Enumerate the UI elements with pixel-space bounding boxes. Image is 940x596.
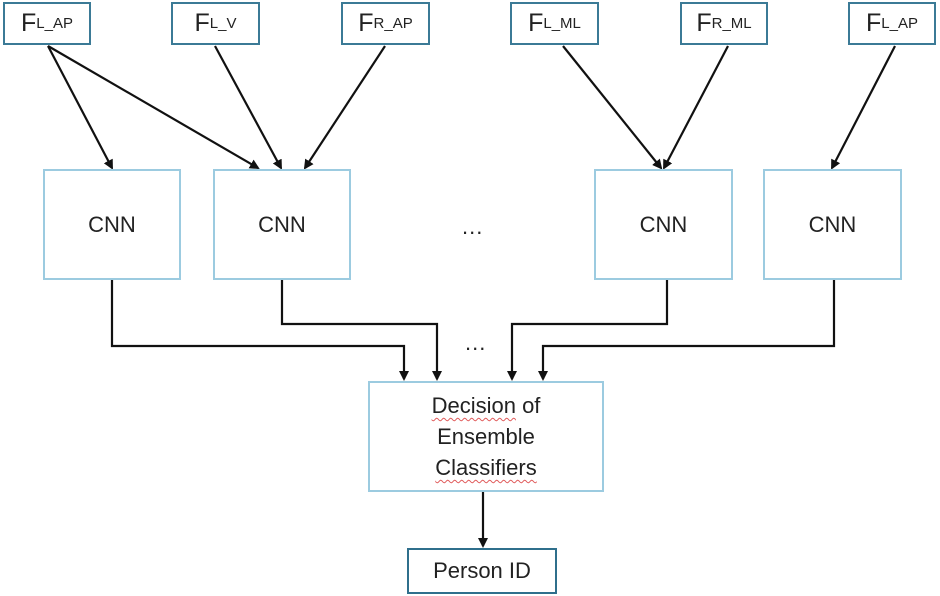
feature-subscript: L_AP <box>881 15 918 32</box>
feature-subscript: L_ML <box>543 15 581 32</box>
ensemble-line-1: Decision of <box>432 390 541 421</box>
cnn-label: CNN <box>258 211 306 237</box>
ellipsis-connector-row: ... <box>465 330 487 355</box>
person-id-label: Person ID <box>433 558 531 583</box>
feature-base: F <box>866 9 882 37</box>
arrow-f1-to-cnn2 <box>47 45 260 170</box>
feature-base: F <box>696 9 712 37</box>
arrow-cnn4-to-ensemble <box>538 279 836 381</box>
arrow-f6-to-cnn4 <box>831 45 896 170</box>
cnn-label: CNN <box>639 211 688 237</box>
ensemble-line-3: Classifiers <box>435 455 537 480</box>
feature-base: F <box>528 9 544 37</box>
cnn-classifier-1: CNN <box>43 169 181 280</box>
arrow-f1-to-cnn1 <box>47 45 113 170</box>
ellipsis-cnn-row: ... <box>462 214 484 239</box>
feature-base: F <box>358 9 374 37</box>
arrow-f4-to-cnn3 <box>562 45 663 170</box>
cnn-classifier-4: CNN <box>763 169 902 280</box>
ensemble-word-decision: Decision <box>431 393 516 418</box>
arrow-f5-to-cnn3 <box>663 45 729 170</box>
feature-subscript: R_ML <box>711 15 752 32</box>
feature-subscript: L_AP <box>36 15 73 32</box>
arrow-f2-to-cnn2 <box>214 45 282 170</box>
feature-base: F <box>21 9 37 37</box>
cnn-classifier-3: CNN <box>594 169 733 280</box>
person-id-output: Person ID <box>407 548 557 594</box>
cnn-classifier-2: CNN <box>213 169 351 280</box>
feature-subscript: R_AP <box>373 15 413 32</box>
arrow-cnn2-to-ensemble <box>280 279 442 381</box>
ensemble-decision-box: Decision of Ensemble Classifiers <box>368 381 604 492</box>
feature-subscript: L_V <box>209 15 237 32</box>
feature-base: F <box>194 9 210 37</box>
cnn-label: CNN <box>88 211 136 237</box>
arrow-cnn1-to-ensemble <box>110 279 409 381</box>
arrow-cnn3-to-ensemble <box>507 279 669 381</box>
cnn-label: CNN <box>808 211 857 237</box>
ensemble-word-of: of <box>515 393 541 418</box>
arrow-f3-to-cnn2 <box>303 45 386 170</box>
ensemble-line-2: Ensemble <box>437 424 535 449</box>
